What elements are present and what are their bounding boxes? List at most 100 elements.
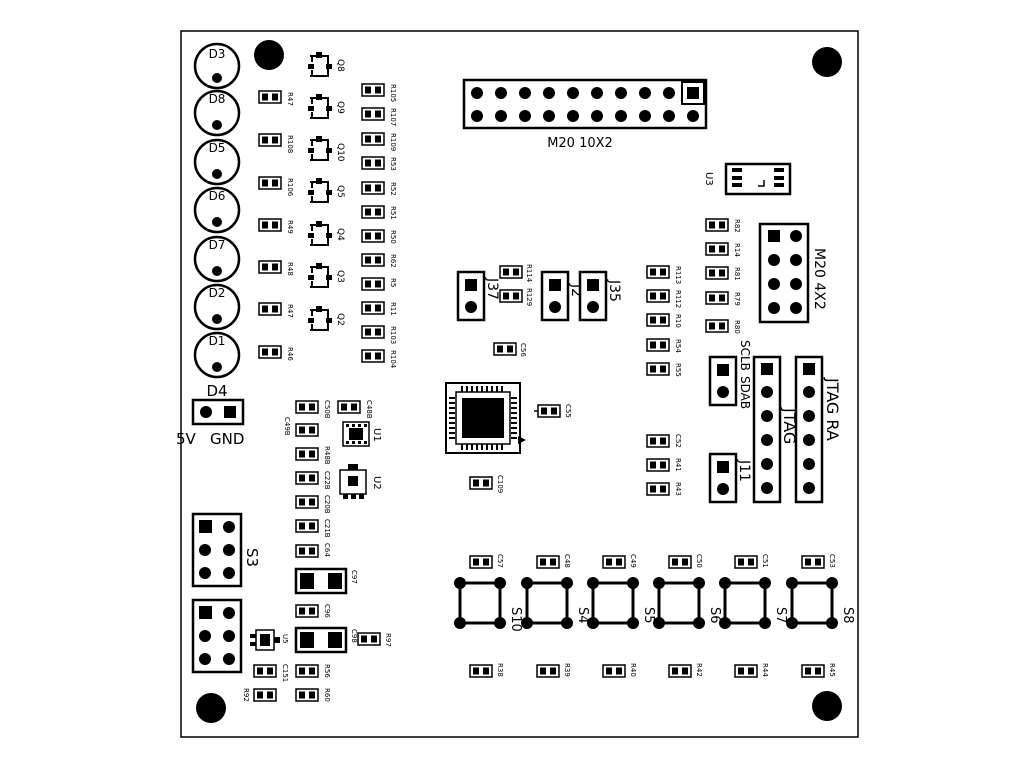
switch-label: S5 [641,607,656,624]
jumper-j35-label: J35 [606,279,622,302]
chip-u3-label: U3 [703,172,714,186]
cap-label: C64 [323,543,331,557]
left-resistor-column: R47 R108 R106 R49 R48 R47 R46 [258,90,294,361]
cap-c98-label: C98 [350,629,358,643]
jtag-header [752,355,782,504]
switch-cap-label: C53 [828,554,836,568]
part-label: R41 [674,458,682,472]
led-1: D8 [193,89,241,137]
cap-c97-label: C97 [350,570,358,584]
header-small-label: M20 4X2 [811,248,827,310]
resistor-label: R80 [733,320,741,334]
switch-res-label: R38 [496,663,504,677]
switch-label: S7 [773,607,788,624]
cap-label: C56 [519,343,527,357]
part-label: R43 [674,482,682,496]
resistor-label: R50 [389,230,397,244]
switch-cap-label: C48 [563,554,571,568]
cap-label: C55 [564,404,572,418]
led-power-label: D4 [206,382,227,400]
cap-label: C151 [281,664,289,682]
resistor-label: R107 [389,108,397,126]
led-6: D1 [193,331,241,379]
left-cap-column: C50B C49B R48B C22B C20B C21B C64 [283,400,331,558]
transistor-label: Q5 [335,185,345,198]
jumper-j2 [540,270,570,322]
sclb-label: SCLB [738,340,752,371]
led-label: D1 [209,334,226,348]
mounting-hole-bottom-right [812,691,842,721]
transistor-label: Q2 [335,313,345,326]
switch-cap-label: C50 [695,554,703,568]
led-column: D8 D5 D6 D7 D2 D1 D3 [193,42,241,379]
switch-label: S4 [575,607,590,624]
led-4: D7 [193,235,241,283]
led-0 [193,42,241,90]
jumper-j11-label: J11 [736,459,752,482]
crystal-c55 [534,404,561,418]
resistor-label: R112 [674,290,682,308]
chip-u1-label: U1 [371,428,382,442]
led-5: D2 [193,283,241,331]
cap-label: C49B [283,417,291,436]
switch-label: S6 [707,607,722,624]
resistor-label: R49 [286,220,294,234]
jtag-ra-label: JTAG RA [823,377,842,441]
led-label: D7 [209,238,226,252]
resistor-label: R14 [733,243,741,257]
resistor-label: R108 [286,135,294,153]
led-3: D6 [193,186,241,234]
header-small [758,222,810,324]
cap-label: C109 [496,475,504,493]
right-resistor-column: R105 R107 R109 R53 R52 R51 R50 R62 R5 R1… [361,83,397,369]
header-s3 [191,512,243,588]
resistor-label: R48 [286,262,294,276]
cap-c98 [294,626,348,654]
resistor-label: R53 [389,157,397,171]
jumper-j11 [708,452,738,504]
resistor-label: R47 [286,92,294,106]
resistor-label: R10 [674,314,682,328]
switch-res-label: R40 [629,663,637,677]
mid-resistor-column: R113 R112 R10 R54 R55 [646,265,682,377]
header-main [462,78,708,130]
cap-label: C20B [323,495,331,514]
cap-label: C48B [365,400,373,419]
cap-label: C22B [323,471,331,490]
resistor-label: R54 [674,339,682,353]
led-label: D3 [209,47,226,61]
resistor-label: R81 [733,267,741,281]
mid-low-parts: C52 R41 R43 [646,434,682,496]
resistor-label: R103 [389,326,397,344]
led-label: D8 [209,92,226,106]
switch-label: S10 [508,607,523,632]
transistor-label: Q3 [335,270,345,283]
resistor-label: R51 [389,206,397,220]
transistor-column: Q8 Q9 Q10 Q5 Q4 Q3 Q2 [307,51,345,331]
chip-u2 [339,464,367,499]
transistor-label: Q10 [335,143,345,162]
transistor-label: Q4 [335,228,345,241]
cap-c97 [294,567,348,595]
chip-u3 [724,162,792,196]
led-label: D2 [209,286,226,300]
led-2: D5 [193,138,241,186]
resistor-label: R60 [323,688,331,702]
resistor-label: R106 [286,178,294,197]
switch-cap-label: C57 [496,554,504,568]
resistor-label: R47 [286,304,294,318]
header-main-label: M20 10X2 [547,136,613,151]
led-label: D5 [209,141,226,155]
resistor-label: R5 [389,278,397,287]
header-lower [191,598,243,674]
mounting-hole-top-right [812,47,842,77]
resistor-pair: R114 R129 [499,264,533,306]
jtag-label: JTAG [780,407,799,444]
switch-res-label: R45 [828,663,836,677]
resistor-label: R55 [674,363,682,377]
resistor-label: R92 [242,688,250,702]
switch-res-label: R44 [761,663,769,677]
resistor-label: R11 [389,302,397,316]
part-label: C52 [674,434,682,448]
resistor-label: R109 [389,133,397,151]
